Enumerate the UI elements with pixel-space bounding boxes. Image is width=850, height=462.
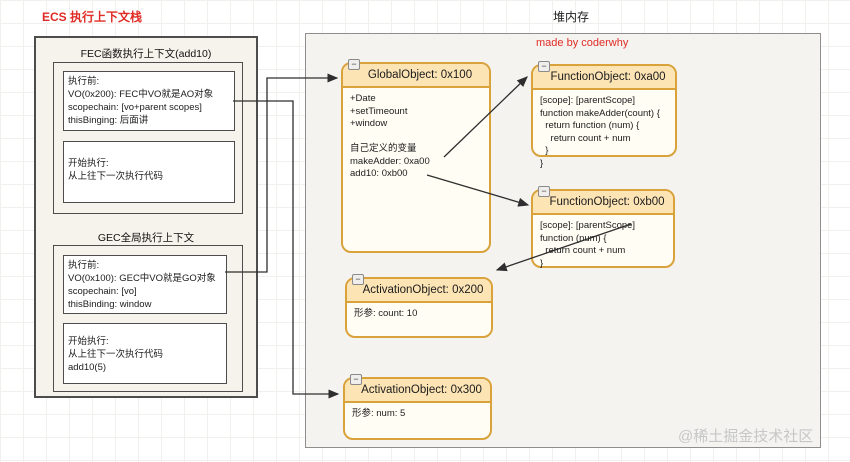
text-line: 自己定义的变量: [350, 143, 417, 154]
text-line: 形参: count: 10: [354, 308, 418, 319]
text-line: add10(5): [68, 362, 107, 373]
collapse-icon[interactable]: −: [538, 186, 550, 197]
text-line: }: [540, 145, 549, 156]
text-line: +Date: [350, 93, 376, 104]
text-line: 从上往下一次执行代码: [68, 349, 164, 360]
gec-exec-box: 开始执行: 从上往下一次执行代码 add10(5): [63, 323, 227, 384]
text-line: 从上往下一次执行代码: [68, 171, 164, 182]
text-line: 开始执行:: [68, 336, 109, 347]
node-body: [scope]: [parentScope] function (num) { …: [533, 215, 673, 275]
node-body: [scope]: [parentScope] function makeAdde…: [533, 90, 675, 175]
text-line: 开始执行:: [68, 158, 109, 169]
collapse-icon[interactable]: −: [538, 61, 550, 72]
fec-before-box: 执行前: VO(0x200): FEC中VO就是AO对象 scopechain:…: [63, 71, 235, 131]
text-line: 执行前:: [68, 76, 100, 87]
text-line: add10: 0xb00: [350, 168, 408, 179]
text-line: VO(0x100): GEC中VO就是GO对象: [68, 273, 216, 284]
text-line: thisBinding: window: [68, 299, 152, 310]
text-line: scopechain: [vo+parent scopes]: [68, 102, 202, 113]
node-function-object-a00: − FunctionObject: 0xa00 [scope]: [parent…: [531, 61, 677, 169]
gec-before-box: 执行前: VO(0x100): GEC中VO就是GO对象 scopechain:…: [63, 255, 227, 314]
text-line: scopechain: [vo]: [68, 286, 137, 297]
text-line: +setTimeount: [350, 105, 408, 117]
text-line: }: [540, 257, 544, 269]
text-line: [scope]: [parentScope]: [540, 95, 636, 106]
text-line: VO(0x200): FEC中VO就是AO对象: [68, 89, 214, 100]
text-line: makeAdder: 0xa00: [350, 155, 430, 167]
text-line: [350, 131, 482, 144]
text-line: thisBinging: 后面讲: [68, 115, 149, 126]
text-line: function makeAdder(count) {: [540, 107, 660, 119]
text-line: }: [540, 157, 544, 169]
collapse-icon[interactable]: −: [350, 374, 362, 385]
text-line: +window: [350, 118, 388, 129]
fec-context-label: FEC函数执行上下文(add10): [80, 48, 212, 60]
node-global-object: − GlobalObject: 0x100 +Date +setTimeount…: [341, 59, 491, 253]
heap-credit: made by coderwhy: [536, 37, 629, 49]
node-body: +Date +setTimeount +window 自己定义的变量 makeA…: [343, 88, 489, 186]
node-body: 形参: num: 5: [345, 403, 490, 426]
gec-context-box: 执行前: VO(0x100): GEC中VO就是GO对象 scopechain:…: [53, 245, 243, 392]
node-title: FunctionObject: 0xb00: [533, 191, 673, 215]
node-title: ActivationObject: 0x300: [345, 379, 490, 403]
text-line: return count + num: [540, 245, 626, 256]
text-line: return count + num: [540, 132, 631, 144]
ecs-stack-box: FEC函数执行上下文(add10) 执行前: VO(0x200): FEC中VO…: [34, 36, 258, 398]
fec-exec-box: 开始执行: 从上往下一次执行代码: [63, 141, 235, 203]
watermark: @稀土掘金技术社区: [678, 428, 814, 445]
collapse-icon[interactable]: −: [352, 274, 364, 285]
gec-context-label: GEC全局执行上下文: [97, 232, 195, 244]
node-title: ActivationObject: 0x200: [347, 279, 491, 303]
node-body: 形参: count: 10: [347, 303, 491, 326]
collapse-icon[interactable]: −: [348, 59, 360, 70]
node-function-object-b00: − FunctionObject: 0xb00 [scope]: [parent…: [531, 186, 675, 269]
node-title: FunctionObject: 0xa00: [533, 66, 675, 90]
node-activation-object-200: − ActivationObject: 0x200 形参: count: 10: [345, 274, 493, 338]
text-line: 形参: num: 5: [352, 408, 406, 419]
text-line: function (num) {: [540, 232, 607, 244]
heap-title: 堆内存: [553, 10, 590, 24]
ecs-stack-title: ECS 执行上下文栈: [42, 10, 143, 24]
text-line: return function (num) {: [540, 120, 640, 131]
node-activation-object-300: − ActivationObject: 0x300 形参: num: 5: [343, 374, 492, 440]
text-line: [scope]: [parentScope]: [540, 220, 636, 231]
text-line: 执行前:: [68, 260, 100, 271]
fec-context-box: 执行前: VO(0x200): FEC中VO就是AO对象 scopechain:…: [53, 62, 243, 214]
node-title: GlobalObject: 0x100: [343, 64, 489, 88]
